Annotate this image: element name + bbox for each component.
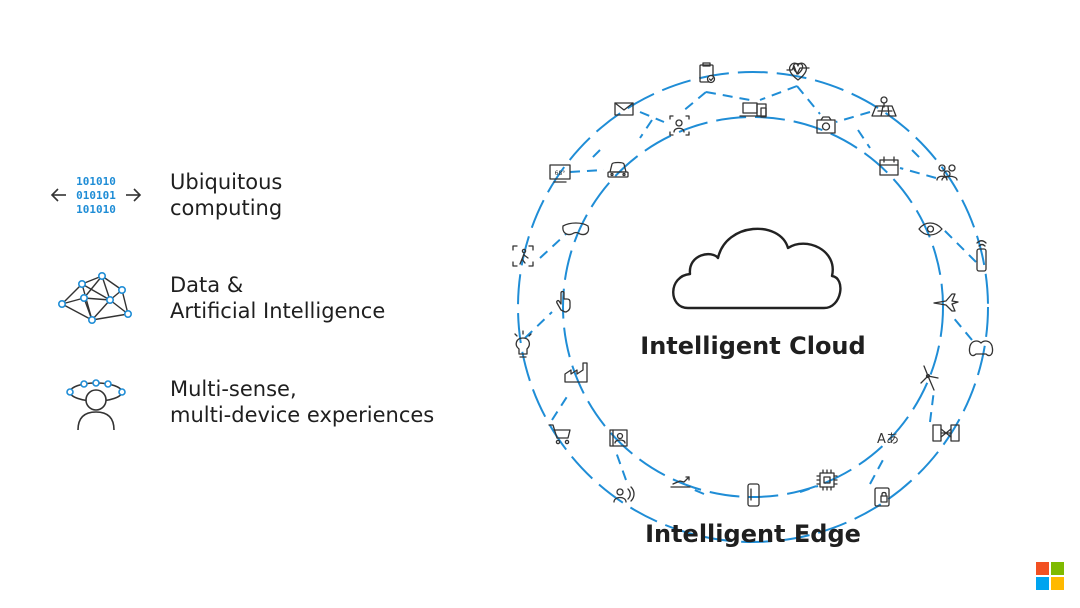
ring-connector [524,311,553,339]
inner-dashed-ring [562,116,944,498]
trend-line-icon [670,476,691,488]
factory-icon [564,362,588,383]
server-icon [747,483,760,507]
microchip-icon [816,469,838,491]
ring-connector [569,169,605,173]
logo-square-green [1051,562,1064,575]
ring-connector [689,487,705,495]
binary-arrows-icon: 101010 010101 101010 [50,175,142,216]
ring-connector [835,111,871,123]
ring-connector [615,451,627,481]
microsoft-logo [1036,562,1064,590]
ring-connector [587,149,601,163]
binary-row: 101010 [76,203,116,216]
shopping-cart-icon [548,424,571,445]
calendar-icon [879,156,899,176]
ring-connector [681,91,707,113]
feature-label-line: Data & [170,273,244,297]
feature-label: Data & Artificial Intelligence [170,272,385,324]
lightbulb-icon [514,330,532,358]
ring-connector [929,389,935,423]
clipboard-check-icon [699,62,716,84]
eye-icon [918,222,943,236]
feature-multi-sense: Multi-sense, multi-device experiences [48,372,468,432]
thermostat-display-label: 68° [555,170,566,177]
logo-square-red [1036,562,1049,575]
intelligent-edge-label: Intelligent Edge [645,520,861,548]
feature-label-line: Multi-sense, [170,377,297,401]
hand-pointer-icon [556,290,571,313]
envelope-icon [614,102,634,116]
airplane-icon [933,293,959,312]
ring-connector [943,229,977,263]
ring-connector [705,91,751,101]
ring-connector [539,233,567,259]
binary-row: 010101 [76,189,116,202]
feature-label-line: computing [170,196,283,220]
heart-rate-icon [786,62,810,81]
car-icon [607,161,629,178]
ring-connector [899,167,937,179]
ring-connector [857,129,871,149]
ring-connector [639,119,653,139]
feature-ubiquitous-computing: 101010 010101 101010 Ubiquitous computin… [48,165,468,225]
vr-headset-icon [562,222,590,236]
map-location-icon [871,96,897,117]
ring-connector [911,149,925,163]
mobile-lock-icon [874,487,890,507]
camera-icon [816,116,836,134]
contact-card-icon [609,429,628,447]
ring-connector [551,391,571,421]
connected-building-icon [932,424,960,442]
outer-dashed-ring [517,71,989,543]
feature-label: Multi-sense, multi-device experiences [170,376,434,428]
person-orbit-icon [66,379,126,431]
intelligent-cloud-label: Intelligent Cloud [640,332,866,360]
feature-label: Ubiquitous computing [170,169,282,221]
ring-connector [759,85,798,101]
feature-data-ai: Data & Artificial Intelligence [48,268,468,328]
ring-connector [796,85,821,115]
translate-icon: Aあ [877,432,899,447]
ring-connector [799,485,819,493]
ring-connector [639,111,665,123]
game-controller-icon [968,340,994,357]
thermostat-icon [549,164,571,183]
ring-connector [869,457,885,485]
voice-person-icon [613,486,635,503]
logo-square-yellow [1051,577,1064,590]
smart-speaker-icon [976,240,987,272]
feature-label-line: Ubiquitous [170,170,283,194]
people-group-icon [936,164,958,181]
ring-connector [951,315,973,341]
logo-square-blue [1036,577,1049,590]
cloud-icon [672,227,842,310]
devices-icon [739,102,767,118]
face-scan-icon [669,115,690,136]
wind-turbine-icon [920,365,939,391]
feature-label-line: multi-device experiences [170,403,435,427]
feature-label-line: Artificial Intelligence [170,299,386,323]
binary-row: 101010 [76,175,116,188]
walking-person-icon [512,245,534,267]
network-graph-icon [58,272,133,324]
